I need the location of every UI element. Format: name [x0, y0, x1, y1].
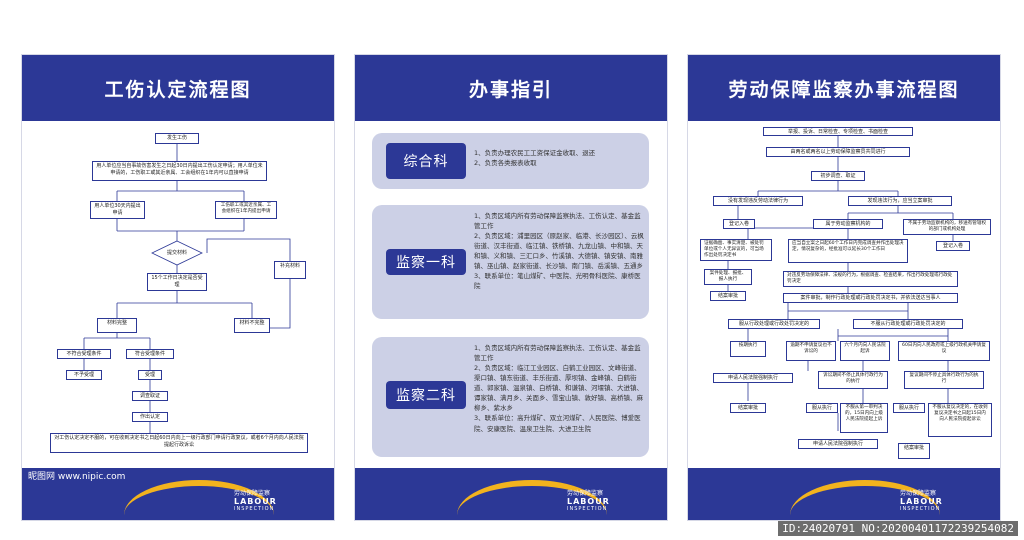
card-badge: 监察二科 [386, 381, 466, 409]
node-review-60-days: 60日内向人民政府或上级行政机关申请复议 [898, 341, 990, 361]
node-obey-1: 服从执行 [806, 403, 838, 413]
node-submit-materials: 提交材料 [166, 250, 187, 256]
panel-footer: 劳动保障监察 LABOUR INSPECTION [688, 468, 1000, 520]
panel-inspection-flow: 劳动保障监察办事流程图 [688, 55, 1000, 520]
node-transfer: 不属于劳动监察机构的，移送有管辖权的部门或机构处理 [903, 219, 991, 235]
card-text: 1、负责区域内所有劳动保障监察执法、工伤认定、基金监管工作 2、负责区域：浦里园… [474, 212, 644, 291]
card-inspection-2: 监察二科 1、负责区域内所有劳动保障监察执法、工伤认定、基金监管工作 2、负责区… [372, 337, 649, 457]
labour-inspection-logo: 劳动保障监察 LABOUR INSPECTION [900, 490, 943, 512]
node-file-record-1: 登记入卷 [723, 219, 755, 229]
labour-inspection-logo: 劳动保障监察 LABOUR INSPECTION [234, 490, 277, 512]
panel-title: 办事指引 [355, 55, 667, 121]
node-two-inspectors: 由两名或两名以上劳动保障监察员共同进行 [766, 147, 910, 157]
card-general-section: 综合科 1、负责办理农民工工资保证金收取、退还 2、负责各类报表收取 [372, 133, 649, 189]
node-litigation-continue: 诉讼期间不停止具体行政行为的执行 [818, 371, 888, 389]
panel-title: 工伤认定流程图 [22, 55, 334, 121]
flow-connectors [83, 143, 291, 433]
node-close-approval-3: 结案审批 [898, 443, 930, 459]
panel-work-injury-flow: 工伤认定流程图 [22, 55, 334, 520]
node-violation-found: 发现违法行为，应当立案审批 [848, 196, 952, 206]
node-materials-incomplete: 材料不完整 [234, 318, 270, 333]
node-within-jurisdiction: 属于劳动监察机构的 [813, 219, 883, 229]
panel-title: 劳动保障监察办事流程图 [688, 55, 1000, 121]
flowchart: 举报、投诉、日常检查、专项检查、书面检查 由两名或两名以上劳动保障监察员共同进行… [688, 121, 1000, 468]
node-sue-6-months: 六个月内向人民法院起诉 [840, 341, 890, 361]
node-decision: 作出认定 [132, 412, 168, 422]
node-investigation: 调查取证 [132, 391, 168, 401]
node-not-comply: 不服从行政处理或行政处罚决定的 [853, 319, 963, 329]
card-text: 1、负责办理农民工工资保证金收取、退还 2、负责各类报表收取 [474, 149, 596, 168]
card-badge: 监察一科 [386, 249, 466, 275]
swoosh-decoration [124, 480, 274, 520]
node-accepted: 受理 [138, 370, 162, 380]
node-comply: 服从行政处理或行政处罚决定的 [728, 319, 820, 329]
node-sources: 举报、投诉、日常检查、专项检查、书面检查 [763, 127, 913, 136]
guide-body: 综合科 1、负责办理农民工工资保证金收取、退还 2、负责各类报表收取 监察一科 … [355, 121, 667, 468]
node-rejected: 不予受理 [66, 370, 102, 380]
node-close-approval-2: 结案审批 [730, 403, 766, 413]
node-court-enforce-2: 申请人民法院强制执行 [798, 439, 878, 449]
node-review-continue: 复议期间不停止具体行政行为的执行 [904, 371, 984, 389]
card-inspection-1: 监察一科 1、负责区域内所有劳动保障监察执法、工伤认定、基金监管工作 2、负责区… [372, 205, 649, 319]
node-initial-investigation: 初步调查、取证 [811, 171, 865, 181]
node-close-approval-1: 结案审批 [710, 291, 746, 301]
node-case-process: 案件处理、报批、报人执行 [704, 269, 752, 285]
watermark-left: 昵图网 www.nipic.com [28, 472, 126, 482]
node-overdue-no-appeal: 逾期不申请复议也不诉讼的 [786, 341, 836, 361]
node-application-deadline: 用人单位应当自事故伤害发生之日起30日内提出工伤认定申请；用人单位未申请的，工伤… [92, 161, 267, 181]
node-obey-2: 服从执行 [893, 403, 925, 413]
node-court-enforce-1: 申请人民法院强制执行 [713, 373, 793, 383]
node-file-record-2: 登记入卷 [936, 241, 970, 251]
swoosh-decoration [457, 480, 607, 520]
node-on-the-spot: 证据确凿、事实清楚、被处罚单位或个人无异议的，可当场作出处罚决定书 [700, 239, 772, 261]
node-serve-decision: 案件审批，制作行政处理或行政处罚决定书，并依法送达当事人 [783, 293, 958, 303]
labour-inspection-logo: 劳动保障监察 LABOUR INSPECTION [567, 490, 610, 512]
panel-footer: 劳动保障监察 LABOUR INSPECTION [355, 468, 667, 520]
node-supplement: 补充材料 [274, 261, 306, 279]
node-eligible: 符合受理条件 [126, 349, 174, 359]
node-worker-apply: 工伤职工或其近亲属、工会组织在1年内提出申请 [215, 201, 277, 219]
node-no-violation: 没有发现违反劳动法律行为 [713, 196, 803, 206]
flowchart: 发生工伤 用人单位应当自事故伤害发生之日起30日内提出工伤认定申请；用人单位未申… [22, 121, 334, 468]
node-execute-on-time: 按期执行 [730, 341, 766, 357]
watermark-id: ID:24020791 NO:20200401172239254082 [778, 521, 1018, 536]
card-text: 1、负责区域内所有劳动保障监察执法、工伤认定、基金监管工作 2、负责区域：临江工… [474, 344, 643, 433]
panel-service-guide: 办事指引 综合科 1、负责办理农民工工资保证金收取、退还 2、负责各类报表收取 … [355, 55, 667, 520]
node-materials-complete: 材料完整 [97, 318, 137, 333]
node-appeal: 对工伤认定决定不服的，可在收到决定书之日起60日内向上一级行政部门申请行政复议，… [50, 433, 308, 453]
node-not-eligible: 不符合受理条件 [57, 349, 111, 359]
node-decision: 对违反劳动保障法律、法规的行为，根据调查、检查结果，作出行政处理或行政处罚决定 [783, 271, 958, 287]
node-60-days: 应当自立案之日起60个工作日内完成调查并作出处理决定，情况复杂的，经批准可以延长… [788, 239, 908, 263]
node-15-days-decision: 15个工作日决定是否受理 [147, 273, 207, 291]
node-appeal-higher: 不服从第一审判决的，15日内向上级人民法院提起上诉 [840, 403, 888, 433]
node-employer-apply: 用人单位30天内提出申请 [90, 201, 145, 219]
card-badge: 综合科 [386, 143, 466, 179]
swoosh-decoration [790, 480, 940, 520]
node-injury-occurs: 发生工伤 [155, 133, 199, 144]
panel-footer: 劳动保障监察 LABOUR INSPECTION 昵图网 www.nipic.c… [22, 468, 334, 520]
node-sue-after-review: 不服从复议决定的，在收到复议决定书之日起15日内向人民法院提起诉讼 [928, 403, 992, 437]
